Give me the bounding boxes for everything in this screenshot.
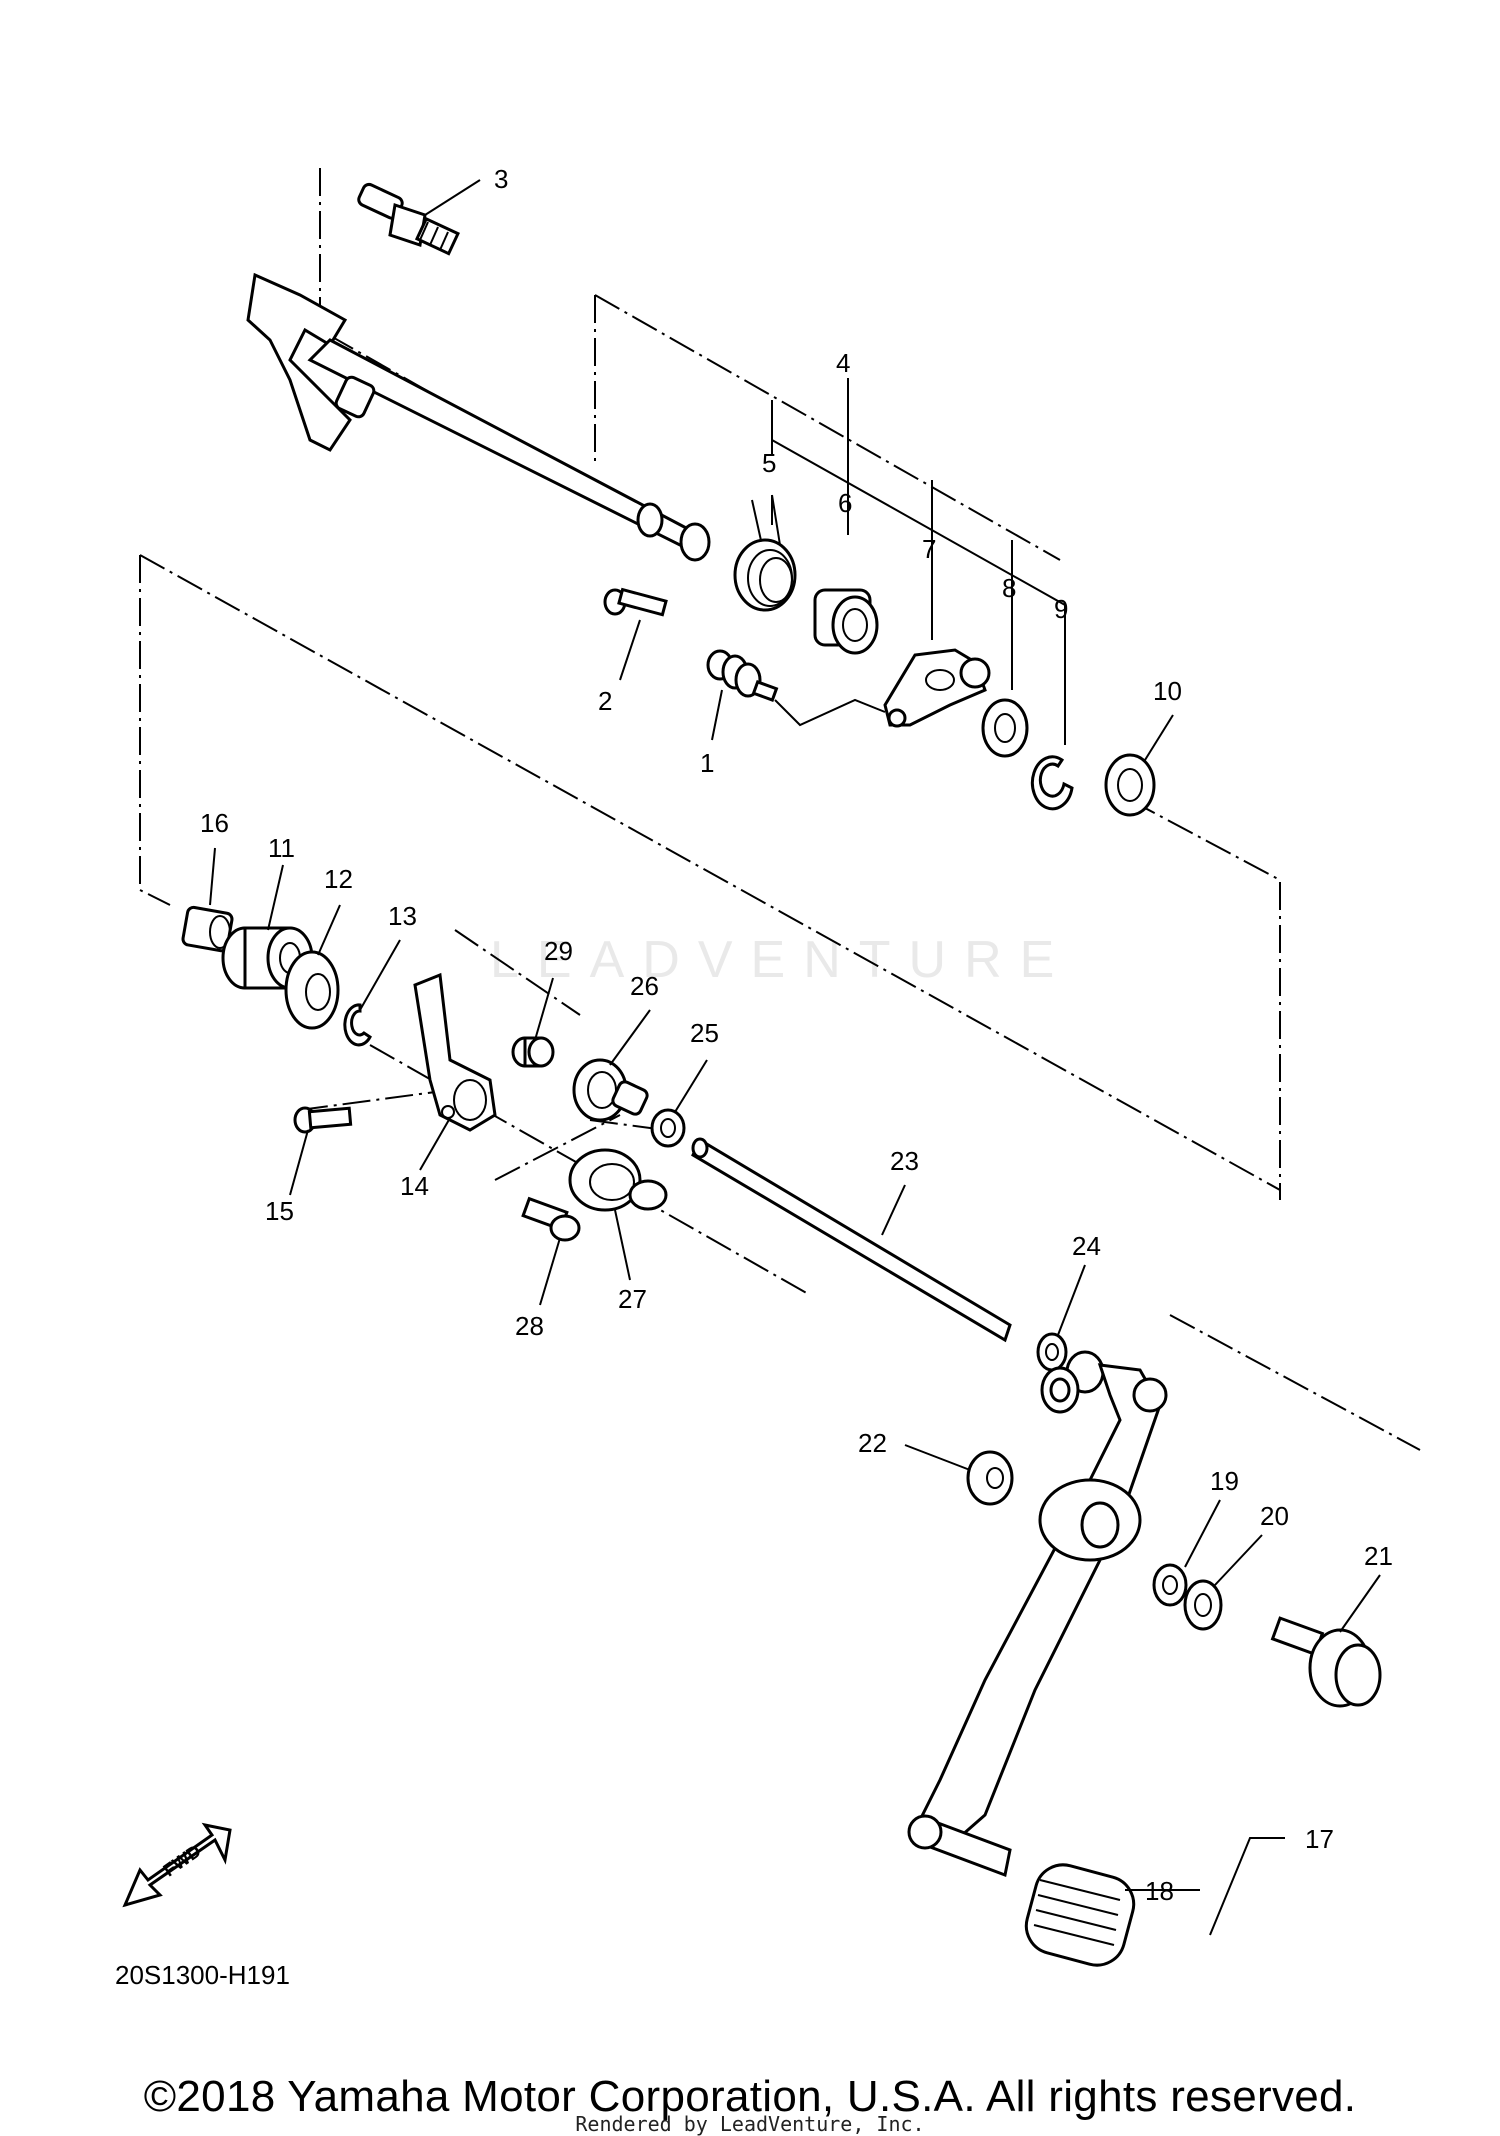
copyright-notice: ©2018 Yamaha Motor Corporation, U.S.A. A… [143, 2072, 1357, 2121]
callout-1: 1 [700, 748, 714, 778]
callout-3: 3 [494, 164, 508, 194]
part-19-washer [1152, 1563, 1188, 1607]
callout-28: 28 [515, 1311, 544, 1341]
part-9-circlip [1030, 755, 1074, 811]
callout-29: 29 [544, 936, 573, 966]
part-14-lever [413, 972, 497, 1132]
part-11-seal [221, 926, 314, 990]
part-6-collar [813, 588, 879, 655]
callout-10: 10 [1153, 676, 1182, 706]
part-25-nut [650, 1108, 686, 1148]
callout-25: 25 [690, 1018, 719, 1048]
part-5-spring [733, 494, 797, 612]
part-24-nut [1036, 1332, 1068, 1372]
part-17-shift-pedal [907, 1350, 1168, 1878]
leader-lines [209, 179, 1381, 1936]
callout-11: 11 [268, 833, 295, 863]
callout-14: 14 [400, 1171, 429, 1201]
callout-21: 21 [1364, 1541, 1393, 1571]
assembly-reference-lines [139, 168, 1421, 1451]
parts [122, 182, 1382, 1967]
diagram-code: 20S1300-H191 [115, 1960, 290, 1990]
callout-24: 24 [1072, 1231, 1101, 1261]
part-1-pin [706, 649, 886, 727]
callout-9: 9 [1054, 594, 1068, 624]
callout-5: 5 [762, 448, 776, 478]
callout-13: 13 [388, 901, 417, 931]
part-15-bolt [293, 1106, 353, 1134]
callout-8: 8 [1002, 573, 1016, 603]
part-2-bolt [603, 587, 668, 617]
part-18-rubber [1024, 1863, 1136, 1967]
part-16-bearing [181, 905, 234, 953]
shift-shaft-upper [246, 272, 711, 562]
callout-17: 17 [1305, 1824, 1334, 1854]
part-8-washer [981, 698, 1029, 758]
leadventure-watermark: LEADVENTURE [490, 931, 1073, 989]
callout-12: 12 [324, 864, 353, 894]
callout-26: 26 [630, 971, 659, 1001]
part-10-washer [1104, 753, 1156, 817]
part-7-lever [883, 648, 991, 728]
callout-7: 7 [922, 534, 936, 564]
part-21-bolt [1270, 1616, 1382, 1708]
fwd-arrow-icon [122, 1822, 232, 1908]
callout-6: 6 [838, 488, 852, 518]
callout-2: 2 [598, 686, 612, 716]
callout-27: 27 [618, 1284, 647, 1314]
callout-20: 20 [1260, 1501, 1289, 1531]
rendered-by-credit: Rendered by LeadVenture, Inc. [575, 2112, 925, 2136]
part-27-boot [568, 1148, 668, 1212]
part-28-bolt [521, 1196, 581, 1242]
callout-18: 18 [1145, 1876, 1174, 1906]
part-13-circlip [343, 1003, 372, 1047]
callout-19: 19 [1210, 1466, 1239, 1496]
callout-22: 22 [858, 1428, 887, 1458]
callout-4: 4 [836, 348, 850, 378]
callout-23: 23 [890, 1146, 919, 1176]
part-29-collar [511, 1036, 555, 1068]
part-23-shift-rod [691, 1137, 1012, 1343]
callout-16: 16 [200, 808, 229, 838]
part-20-lock-washer [1183, 1579, 1223, 1631]
part-22-washer [966, 1450, 1014, 1506]
callout-15: 15 [265, 1196, 294, 1226]
part-26-joint [572, 1058, 649, 1122]
part-12-washer [284, 950, 340, 1030]
part-3-bolt [357, 182, 460, 256]
